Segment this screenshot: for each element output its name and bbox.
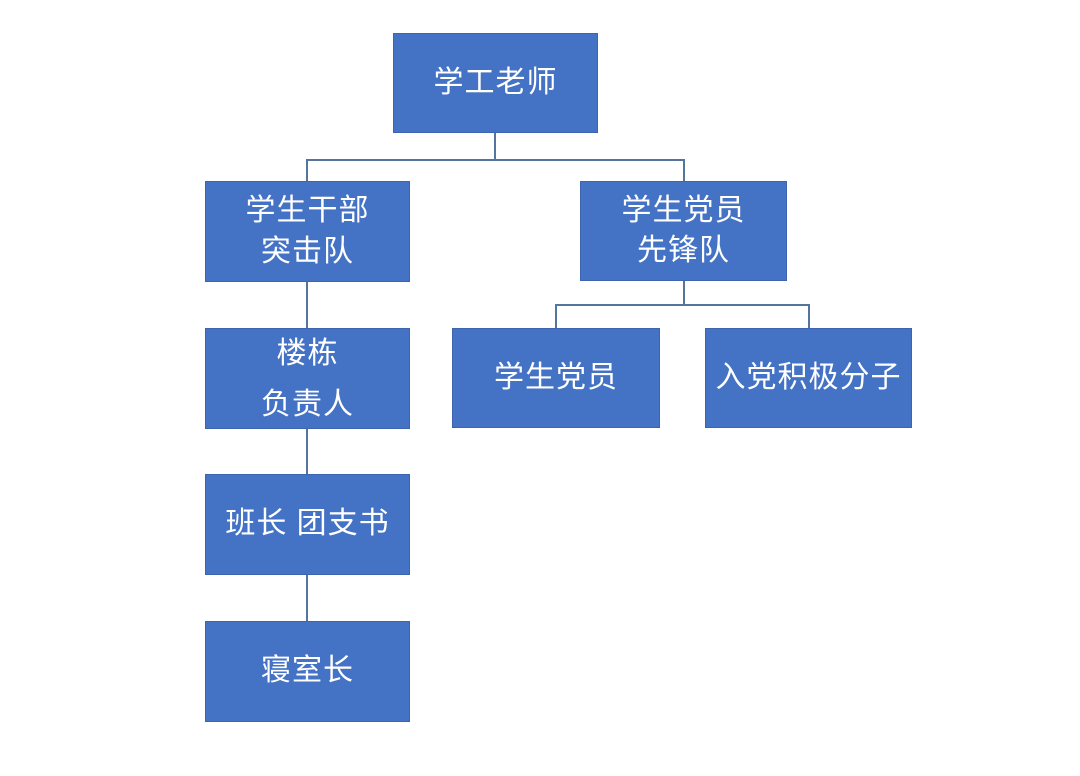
node-label: 班长 团支书: [225, 507, 390, 541]
node-party-activists: 入党积极分子: [705, 328, 912, 428]
node-label-line: 突击队: [261, 234, 354, 268]
node-label-line: 负责人: [261, 387, 354, 421]
connector-pioneer-horizontal: [555, 304, 810, 306]
node-label: 入党积极分子: [715, 360, 902, 394]
node-dorm-leader: 寝室长: [205, 621, 410, 722]
connector-pioneer-stub: [683, 281, 685, 306]
node-label: 学工老师: [433, 65, 558, 99]
node-label-line: 学生干部: [245, 194, 370, 227]
node-student-affairs-teacher: 学工老师: [393, 33, 598, 133]
node-student-cadre-assault-team: 学生干部 突击队: [205, 181, 410, 282]
connector-cadre-building: [306, 282, 308, 329]
node-class-monitor-league-secretary: 班长 团支书: [205, 474, 410, 575]
connector-drop-party: [555, 304, 557, 329]
connector-teacher-stub: [494, 132, 496, 161]
node-building-manager: 楼栋 负责人: [205, 328, 410, 429]
node-label: 学生党员: [494, 360, 618, 394]
node-label-line: 楼栋: [276, 336, 339, 370]
connector-drop-activist: [808, 304, 810, 329]
node-student-party-pioneer-team: 学生党员 先锋队: [580, 181, 787, 281]
node-label-line: 学生党员: [621, 193, 746, 227]
connector-monitor-dorm: [306, 575, 308, 622]
node-label-line: 先锋队: [637, 234, 730, 267]
connector-top-horizontal: [306, 159, 685, 161]
connector-drop-pioneer: [683, 159, 685, 182]
connector-drop-cadre: [306, 159, 308, 182]
connector-building-monitor: [306, 429, 308, 475]
node-student-party-members: 学生党员: [452, 328, 660, 428]
node-label: 寝室长: [261, 654, 354, 688]
